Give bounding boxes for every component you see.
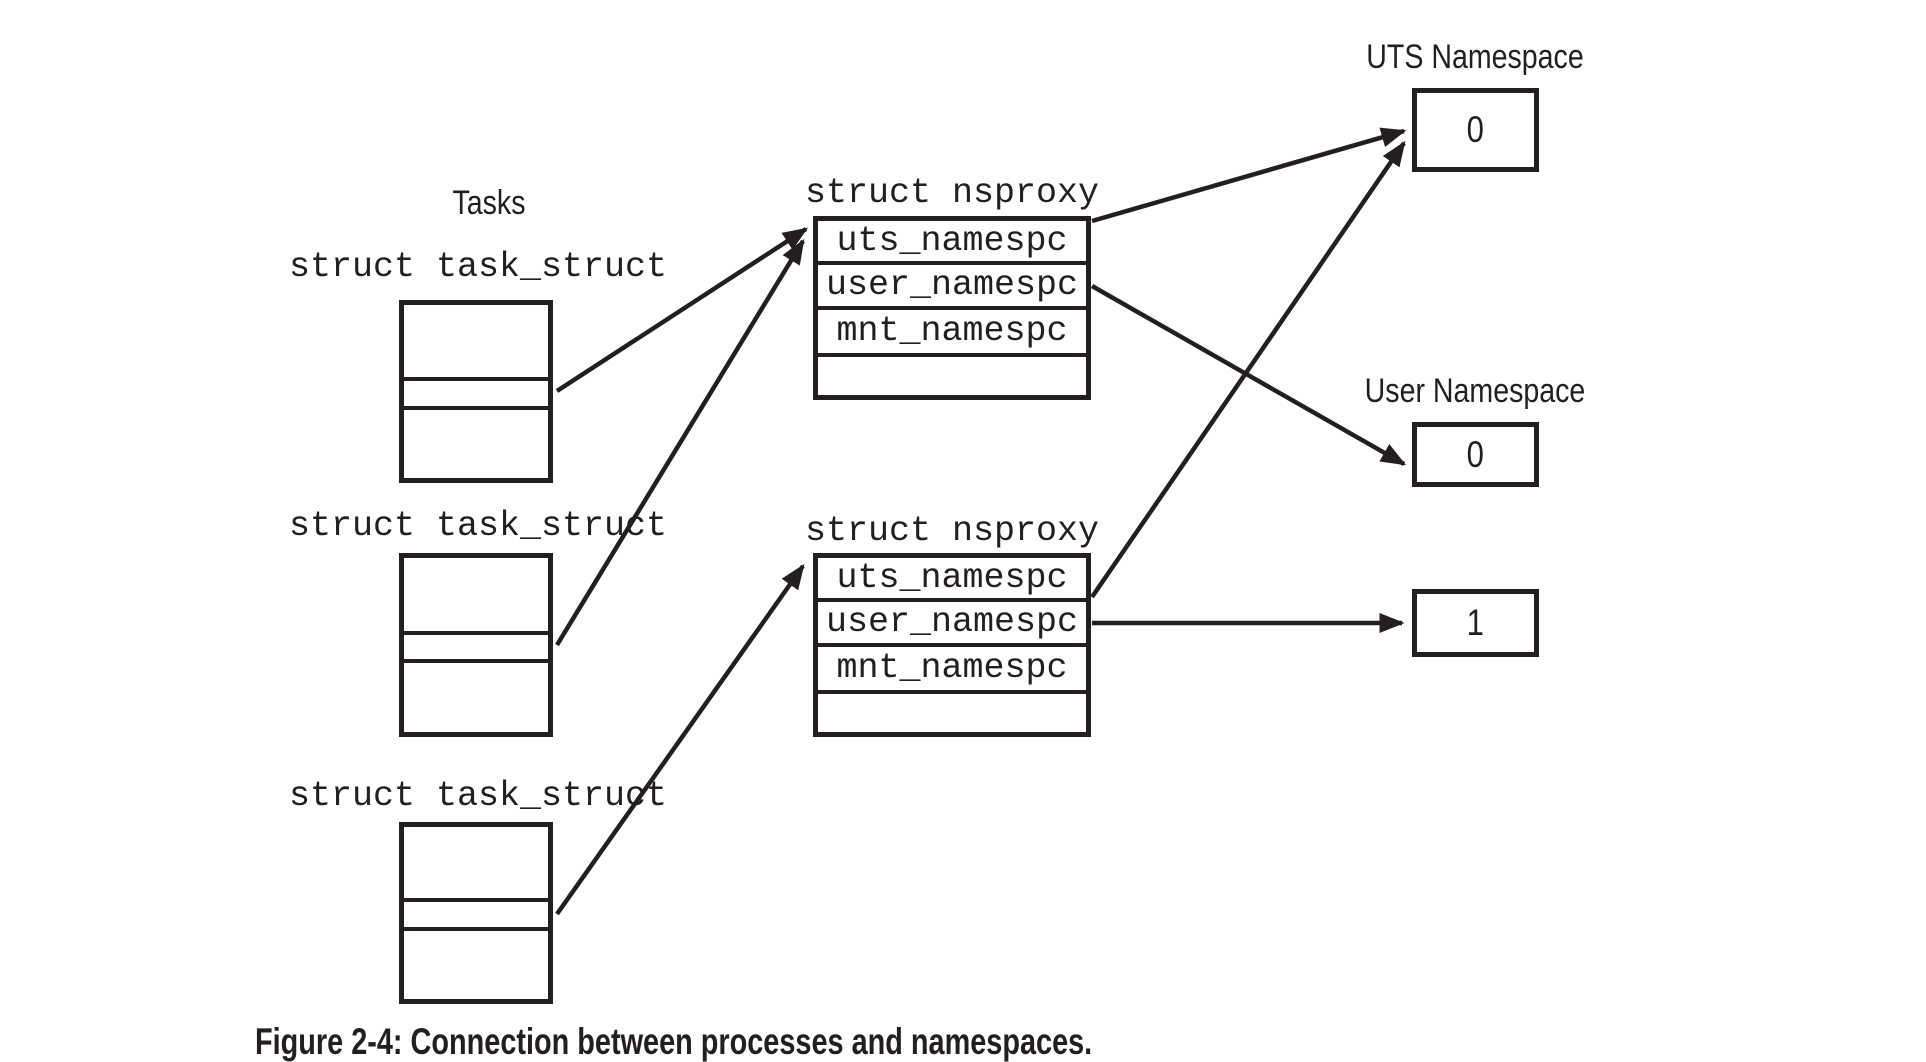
uts-namespace-label: UTS Namespace <box>1366 38 1584 76</box>
user-namespace-box: 0 <box>1412 422 1539 487</box>
task-box-2-separator-bottom <box>404 659 548 663</box>
task-struct-label-3: struct task_struct <box>288 776 668 816</box>
nsproxy-label-2: struct nsproxy <box>804 511 1100 551</box>
arrow-task2-to-nsproxy1 <box>555 238 805 647</box>
task-box-2-separator-top <box>404 631 548 635</box>
user-namespace-value: 0 <box>1466 433 1485 475</box>
task-box-1-separator-bottom <box>404 406 548 410</box>
task-box-3-separator-bottom <box>404 927 548 931</box>
arrow-task3-to-nsproxy2 <box>555 563 805 916</box>
task-box-3-separator-top <box>404 898 548 902</box>
uts-namespace-value: 0 <box>1466 109 1485 150</box>
nsproxy-2-field-mnt: mnt_namespc <box>818 647 1086 694</box>
task-box-1-separator-top <box>404 377 548 381</box>
nsproxy-2-field-user: user_namespc <box>818 602 1086 647</box>
task-struct-box-3 <box>399 822 553 1004</box>
nsproxy-2-field-uts: uts_namespc <box>818 558 1086 602</box>
nsproxy-1-field-empty <box>818 357 1086 395</box>
tasks-heading: Tasks <box>452 184 526 222</box>
nsproxy-2-field-empty <box>818 694 1086 732</box>
nsproxy-1-field-uts: uts_namespc <box>818 221 1086 265</box>
nsproxy-label-1: struct nsproxy <box>804 173 1100 213</box>
task-struct-label-1: struct task_struct <box>288 247 668 287</box>
user-namespace-label: User Namespace <box>1364 372 1586 410</box>
nsproxy-box-1: uts_namespc user_namespc mnt_namespc <box>813 216 1091 400</box>
task-struct-label-2: struct task_struct <box>288 506 668 546</box>
task-struct-box-2 <box>399 553 553 737</box>
nsproxy-1-field-user: user_namespc <box>818 265 1086 310</box>
uts-namespace-box: 0 <box>1412 88 1539 172</box>
second-uts-namespace-value: 1 <box>1466 602 1485 643</box>
second-uts-namespace-box: 1 <box>1412 589 1539 657</box>
figure-caption: Figure 2-4: Connection between processes… <box>255 1021 1093 1062</box>
task-struct-box-1 <box>399 300 553 483</box>
nsproxy-1-field-mnt: mnt_namespc <box>818 310 1086 357</box>
nsproxy-box-2: uts_namespc user_namespc mnt_namespc <box>813 553 1091 737</box>
